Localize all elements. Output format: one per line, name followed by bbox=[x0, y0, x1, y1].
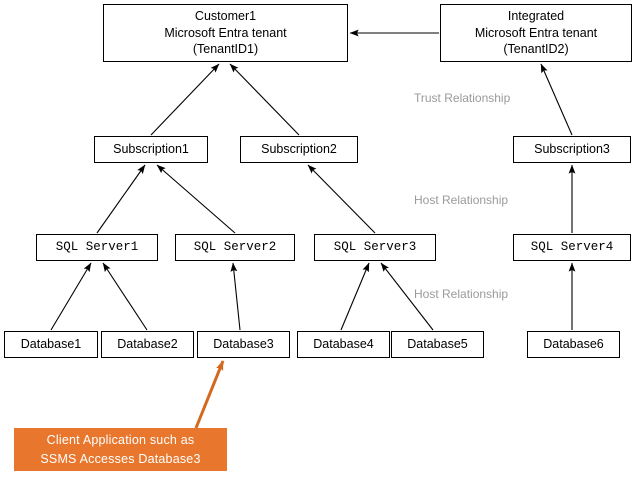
node-database6[interactable]: Database6 bbox=[527, 331, 620, 358]
node-database5[interactable]: Database5 bbox=[391, 331, 484, 358]
connector-sqlserver3-to-subscription2 bbox=[307, 164, 376, 234]
node-subscription1-label: Subscription1 bbox=[113, 142, 189, 157]
node-database1[interactable]: Database1 bbox=[4, 331, 98, 358]
connector-sqlserver1-to-subscription1 bbox=[96, 164, 146, 234]
node-integrated-tenant-line-1: Integrated bbox=[507, 9, 565, 24]
connector-sqlserver2-to-subscription1 bbox=[156, 164, 236, 234]
node-subscription1[interactable]: Subscription1 bbox=[94, 136, 208, 163]
node-subscription2-label: Subscription2 bbox=[261, 142, 337, 157]
node-integrated-tenant[interactable]: Integrated Microsoft Entra tenant (Tenan… bbox=[440, 4, 632, 62]
edge-label-host-relationship-server: Host Relationship bbox=[414, 287, 509, 301]
node-sqlserver4-label: SQL Server4 bbox=[530, 240, 614, 255]
node-sqlserver4[interactable]: SQL Server4 bbox=[513, 234, 631, 261]
connector-subscription2-to-customer1 bbox=[229, 63, 300, 136]
node-database3[interactable]: Database3 bbox=[197, 331, 290, 358]
node-database2-label: Database2 bbox=[117, 337, 178, 352]
node-sqlserver3[interactable]: SQL Server3 bbox=[314, 234, 436, 261]
client-application-callout[interactable]: Client Application such as SSMS Accesses… bbox=[14, 428, 227, 471]
node-database5-label: Database5 bbox=[407, 337, 468, 352]
connector-database2-to-sqlserver1 bbox=[102, 262, 148, 331]
node-sqlserver2-label: SQL Server2 bbox=[193, 240, 277, 255]
node-customer1-tenant-line-3: (TenantID1) bbox=[192, 42, 259, 57]
node-subscription2[interactable]: Subscription2 bbox=[240, 136, 358, 163]
connector-callout-to-database3 bbox=[194, 360, 225, 429]
edge-label-host-relationship-subscription: Host Relationship bbox=[414, 193, 509, 207]
connector-database1-to-sqlserver1 bbox=[50, 262, 92, 331]
client-application-callout-line-1: Client Application such as bbox=[46, 433, 195, 448]
edge-label-trust-relationship: Trust Relationship bbox=[414, 91, 511, 105]
node-customer1-tenant-line-2: Microsoft Entra tenant bbox=[164, 25, 287, 40]
node-sqlserver1[interactable]: SQL Server1 bbox=[36, 234, 158, 261]
node-customer1-tenant[interactable]: Customer1 Microsoft Entra tenant (Tenant… bbox=[103, 4, 348, 62]
node-database4[interactable]: Database4 bbox=[297, 331, 390, 358]
node-subscription3[interactable]: Subscription3 bbox=[513, 136, 631, 163]
node-sqlserver3-label: SQL Server3 bbox=[333, 240, 417, 255]
connector-subscription1-to-customer1 bbox=[150, 63, 220, 136]
node-customer1-tenant-line-1: Customer1 bbox=[194, 9, 257, 24]
connector-subscription3-to-integrated bbox=[540, 63, 573, 136]
node-sqlserver2[interactable]: SQL Server2 bbox=[175, 234, 295, 261]
client-application-callout-line-2: SSMS Accesses Database3 bbox=[40, 451, 201, 466]
node-subscription3-label: Subscription3 bbox=[534, 142, 610, 157]
node-database4-label: Database4 bbox=[313, 337, 374, 352]
connector-database4-to-sqlserver3 bbox=[340, 262, 370, 331]
node-database3-label: Database3 bbox=[213, 337, 274, 352]
node-database6-label: Database6 bbox=[543, 337, 604, 352]
node-integrated-tenant-line-3: (TenantID2) bbox=[503, 42, 569, 57]
node-integrated-tenant-line-2: Microsoft Entra tenant bbox=[474, 25, 598, 40]
node-database2[interactable]: Database2 bbox=[101, 331, 194, 358]
connector-database3-to-sqlserver2 bbox=[230, 262, 241, 331]
node-database1-label: Database1 bbox=[20, 337, 82, 352]
node-sqlserver1-label: SQL Server1 bbox=[55, 240, 139, 255]
